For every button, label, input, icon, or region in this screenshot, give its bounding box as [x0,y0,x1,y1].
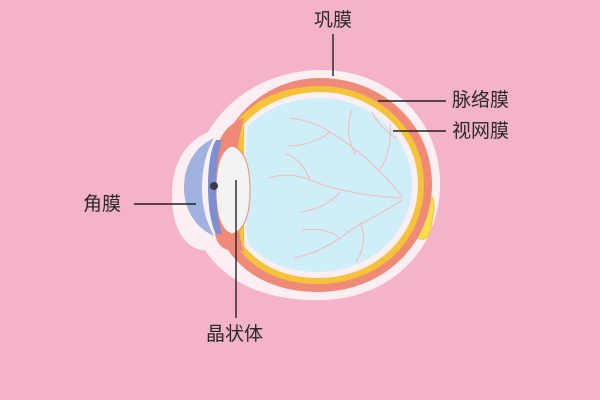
retinal-vessels [267,109,403,263]
leader-lines [134,34,446,318]
lens [215,145,251,235]
vessel [299,191,341,213]
vessel [355,221,365,263]
label-retina: 视网膜 [452,120,510,142]
pupil [210,182,218,190]
label-cornea: 角膜 [83,193,122,215]
label-lens: 晶状体 [206,323,264,345]
vessel [301,228,341,239]
vessel [285,153,311,181]
label-sclera: 巩膜 [314,9,353,31]
label-choroid: 脉络膜 [452,89,510,111]
vessel [371,111,397,139]
cornea [184,138,214,236]
vitreous-body [245,98,412,272]
vessel [379,123,392,171]
vessel [287,131,331,147]
vessel [347,109,356,155]
